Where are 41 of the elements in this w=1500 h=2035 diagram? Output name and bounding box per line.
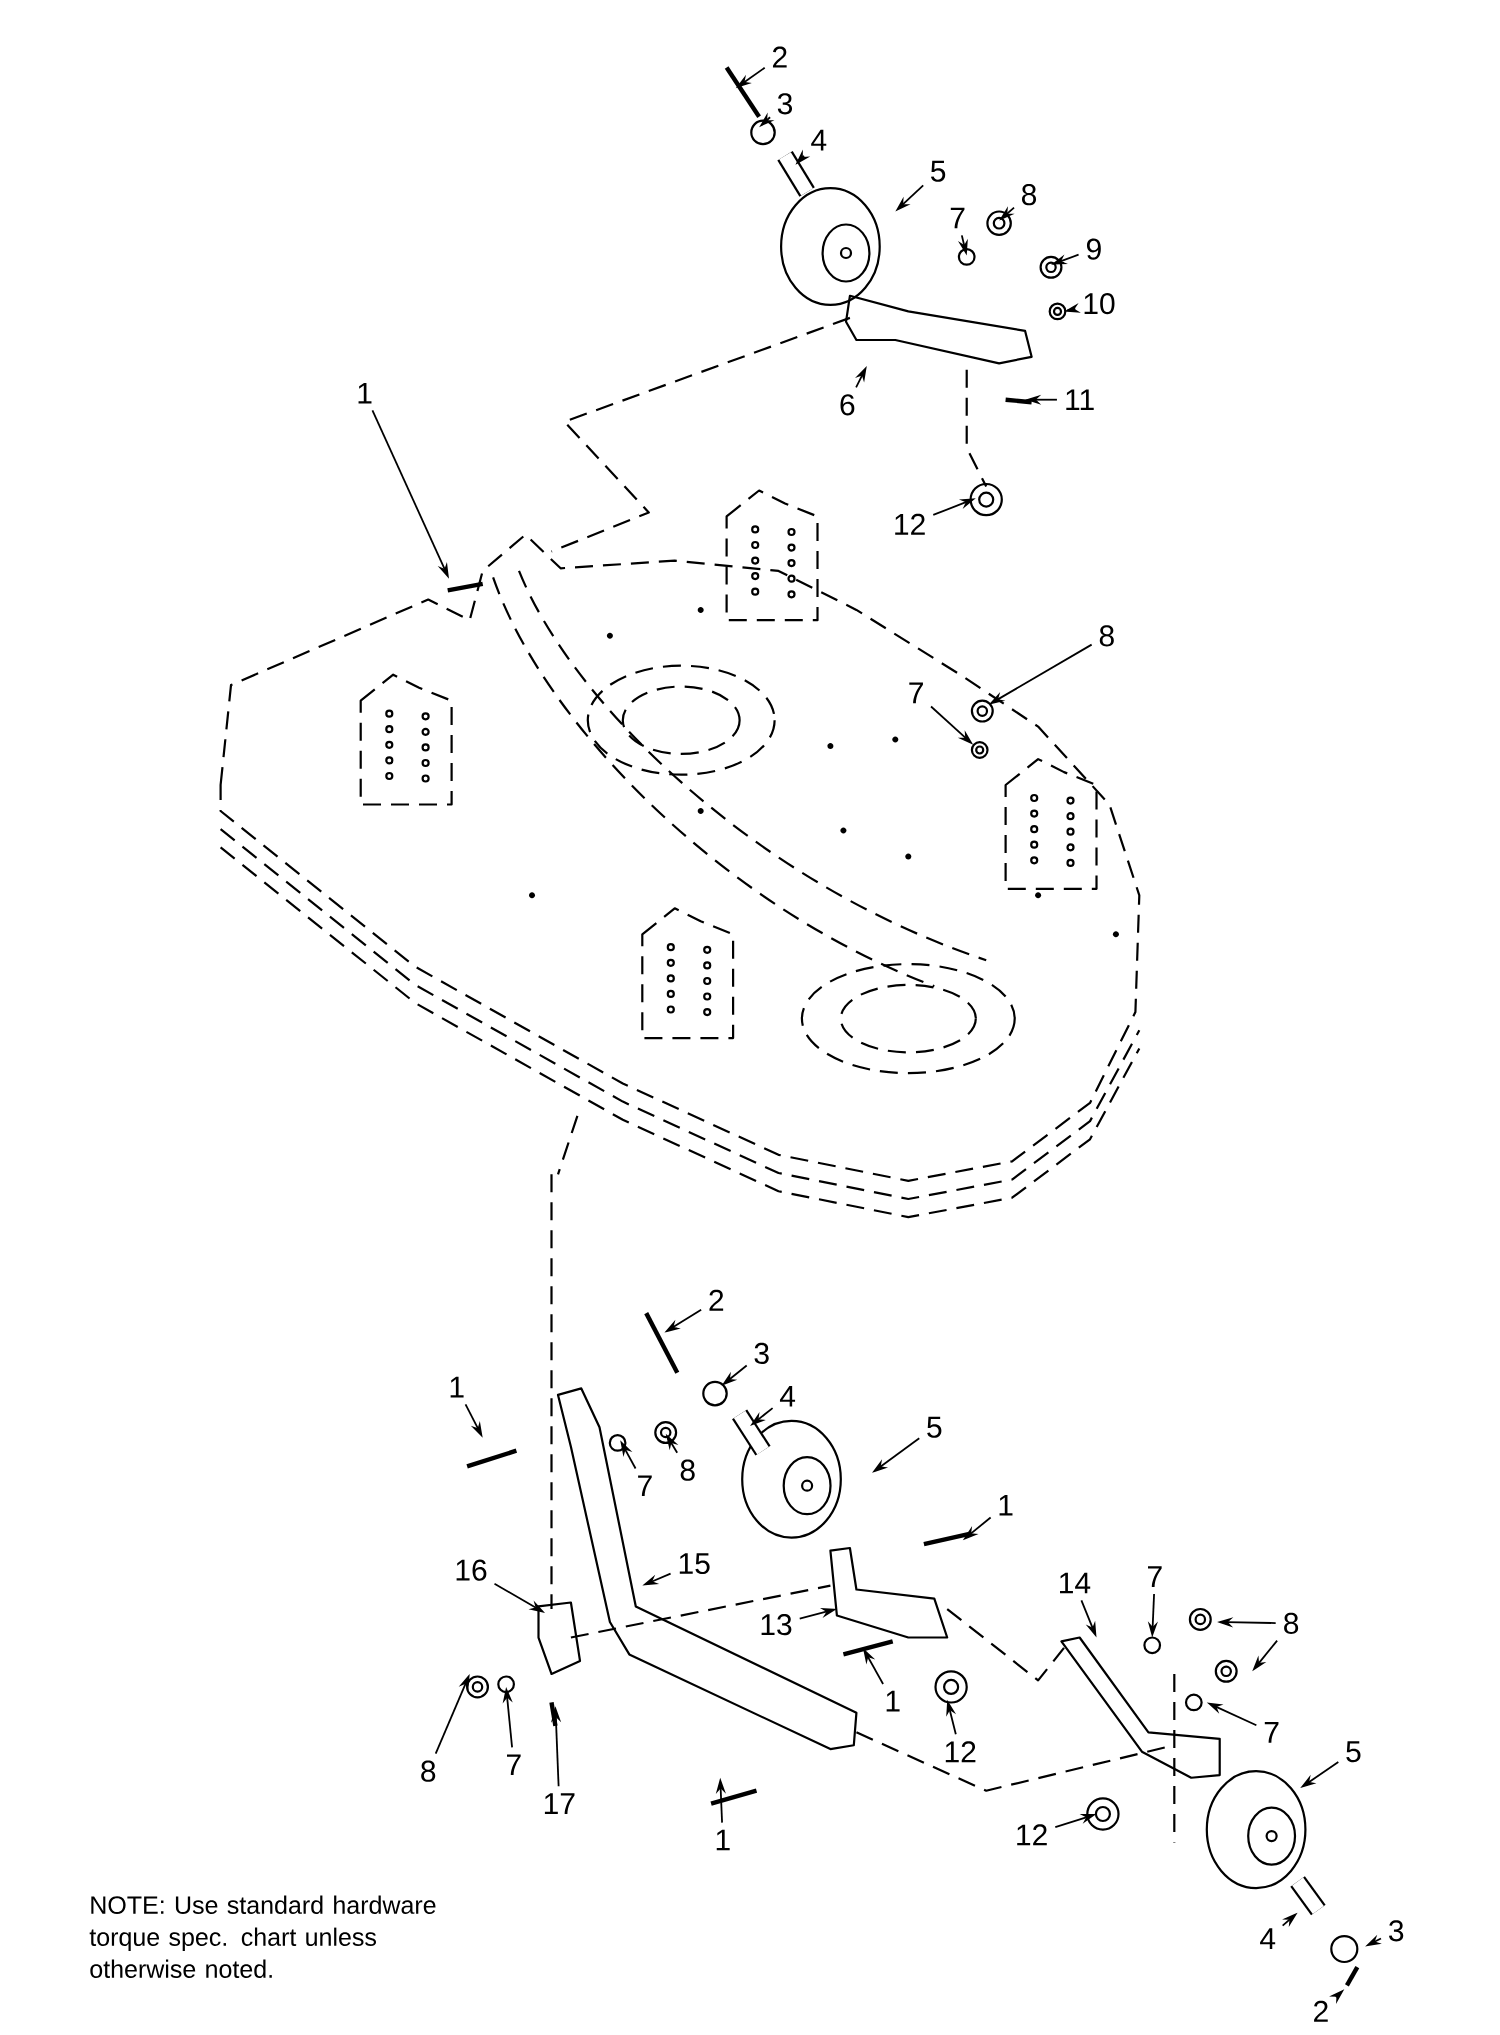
callout-number: 12 xyxy=(1017,1824,1047,1846)
callout-number: 1 xyxy=(716,1829,730,1851)
callout-number: 4 xyxy=(779,1385,796,1407)
callout-number: 7 xyxy=(638,1475,652,1497)
callout-number: 11 xyxy=(1066,389,1094,411)
callout-number: 9 xyxy=(1087,238,1101,260)
callout-number: 3 xyxy=(1389,1920,1404,1942)
callout-number: 8 xyxy=(680,1459,695,1481)
callout-number: 8 xyxy=(1099,625,1114,647)
callout-number: 10 xyxy=(1084,293,1115,315)
callout-number: 8 xyxy=(1022,184,1037,206)
callout-number: 7 xyxy=(1148,1566,1162,1587)
callout-number: 6 xyxy=(840,394,855,416)
callout-number: 1 xyxy=(886,1690,900,1712)
callout-number: 1 xyxy=(358,382,372,404)
callout-number: 8 xyxy=(1284,1612,1299,1634)
callout-number: 8 xyxy=(421,1760,436,1782)
callout-number: 4 xyxy=(1260,1928,1276,1949)
callout-number: 5 xyxy=(927,1416,942,1438)
callout-number: 5 xyxy=(930,160,946,182)
note-text: NOTE: Use standard hardware torque spec. chart unless otherwise noted. xyxy=(89,1895,436,1978)
callout-number: 12 xyxy=(895,513,925,535)
callout-number: 3 xyxy=(777,93,793,115)
callout-number: 5 xyxy=(1346,1741,1361,1763)
callout-number: 2 xyxy=(1314,2000,1328,2022)
callout-number: 7 xyxy=(507,1754,521,1776)
callout-number: 13 xyxy=(761,1614,792,1636)
callout-number: 2 xyxy=(709,1289,724,1311)
callout-number: 7 xyxy=(909,682,923,704)
callout-number: 17 xyxy=(544,1793,575,1814)
callout-number: 14 xyxy=(1060,1572,1091,1594)
callout-number: 12 xyxy=(945,1741,976,1763)
callout-number: 2 xyxy=(772,46,787,68)
callout-number: 15 xyxy=(679,1553,710,1575)
callout-number: 1 xyxy=(450,1376,464,1398)
callout-number: 1 xyxy=(999,1494,1013,1516)
callout-number: 7 xyxy=(1264,1722,1279,1743)
callout-number: 7 xyxy=(950,207,965,229)
callout-number: 3 xyxy=(754,1342,769,1365)
callout-number: 16 xyxy=(456,1559,487,1581)
callout-number: 4 xyxy=(811,129,827,151)
